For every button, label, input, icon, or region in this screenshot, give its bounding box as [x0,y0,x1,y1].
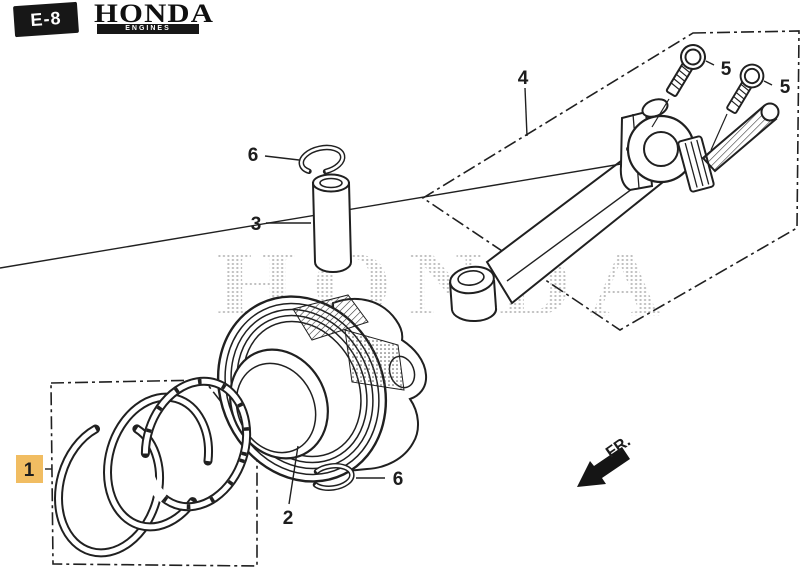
compression-ring-1 [54,418,164,558]
brand-wordmark: HONDA [94,0,215,28]
rod-bolt-2 [726,63,765,114]
oil-ring [139,375,253,513]
rod-bolt-1 [665,44,706,97]
highlight-badge[interactable] [16,455,43,483]
brand-sub-bar: ENGINES [97,24,199,34]
compression-ring-2 [103,392,213,532]
callout-5b[interactable]: 5 [780,77,791,98]
piston-pin-clip-lower [309,463,355,491]
callout-4[interactable]: 4 [518,68,529,89]
callout-2[interactable]: 2 [283,508,294,529]
piston-ring-set [54,375,253,558]
piston [216,294,428,483]
bolt-2-leader [710,113,728,151]
callout-6a[interactable]: 6 [248,145,259,166]
leader-lines [45,60,773,505]
page-code-box: E-8 [12,1,80,38]
fr-direction-arrow [577,447,630,487]
callout-3[interactable]: 3 [251,214,262,235]
ring-set-boundary [50,379,258,567]
callout-6b[interactable]: 6 [393,469,404,490]
connecting-rod [0,98,780,322]
callout-1[interactable]: 1 [24,460,35,481]
page-code: E-8 [29,7,63,31]
bolt-1-leader [651,98,670,128]
piston-pin-clip-upper [298,144,346,176]
piston-pin [311,173,353,273]
rod-group-boundary [421,30,800,331]
callout-5a[interactable]: 5 [721,59,732,80]
brand-logo: HONDA ENGINES [94,1,213,34]
